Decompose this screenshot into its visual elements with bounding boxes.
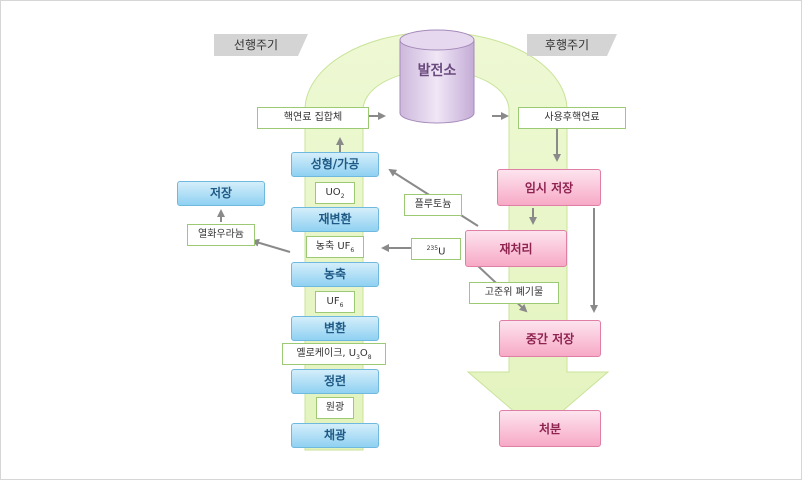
reconversion-box: 재변환 <box>291 207 379 232</box>
u235-box: 235U <box>411 238 461 260</box>
ore-box: 원광 <box>316 397 354 419</box>
yellowcake-box: 옐로케이크, U3O8 <box>282 343 386 365</box>
conversion-box: 변환 <box>291 316 379 341</box>
fabrication-box: 성형/가공 <box>291 152 379 177</box>
plutonium-box: 플루토늄 <box>404 194 462 216</box>
disposal-box: 처분 <box>499 410 601 447</box>
enriched-uf6-box: 농축 UF6 <box>306 236 364 258</box>
depleted-uranium-box: 열화우라늄 <box>187 224 255 246</box>
refining-box: 정련 <box>291 369 379 394</box>
back-cycle-tab: 후행주기 <box>527 34 617 56</box>
temp-storage-box: 임시 저장 <box>497 169 601 206</box>
front-cycle-tab: 선행주기 <box>214 34 308 56</box>
enrichment-box: 농축 <box>291 262 379 287</box>
spent-fuel-box: 사용후핵연료 <box>518 107 626 129</box>
power-plant-cylinder <box>399 29 475 124</box>
mining-box: 채광 <box>291 423 379 448</box>
hlw-box: 고준위 폐기물 <box>469 282 559 304</box>
reprocessing-box: 재처리 <box>465 230 567 267</box>
fuel-assembly-box: 핵연료 집합체 <box>257 107 369 129</box>
uo2-box: UO2 <box>315 182 355 204</box>
interim-storage-box: 중간 저장 <box>499 320 601 357</box>
uf6-box: UF6 <box>315 291 355 313</box>
power-plant-label: 발전소 <box>417 63 457 79</box>
arrow-to-depleted <box>251 238 291 253</box>
storage-box: 저장 <box>177 181 265 206</box>
